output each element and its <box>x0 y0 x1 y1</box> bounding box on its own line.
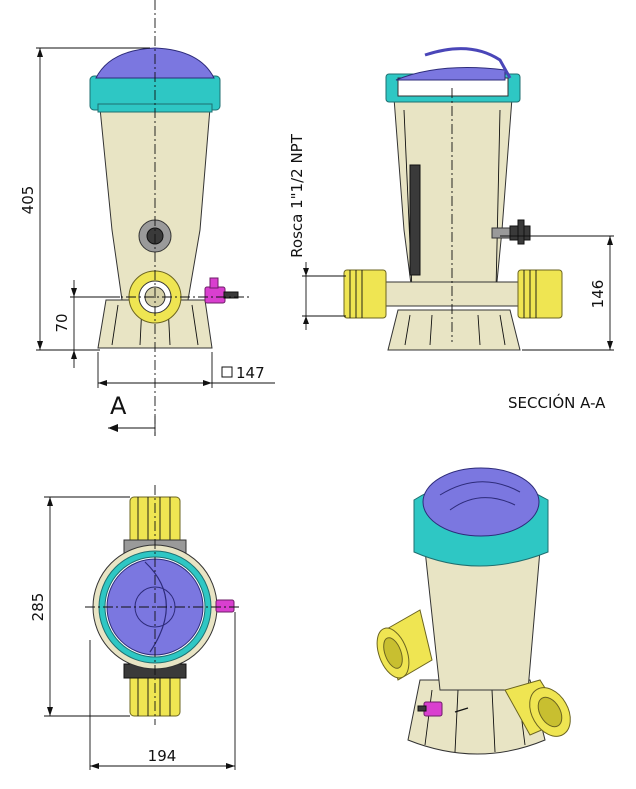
dim-285-label: 285 <box>29 593 47 622</box>
thread-note-label: Rosca 1"1/2 NPT <box>288 133 306 258</box>
dim-405: 405 <box>19 47 150 351</box>
dim-146: 146 <box>500 235 614 351</box>
top-view <box>85 485 240 725</box>
dim-147: 147 <box>97 352 275 388</box>
dim-194-label: 194 <box>148 747 177 765</box>
section-view <box>343 47 563 351</box>
section-marker: A <box>108 392 156 436</box>
dim-147-label: 147 <box>236 364 265 382</box>
dim-70: 70 <box>53 280 120 368</box>
dim-285: 285 <box>29 496 130 717</box>
section-marker-label: A <box>110 392 127 420</box>
dim-70-label: 70 <box>53 313 71 332</box>
isometric-view <box>376 467 571 755</box>
dim-405-label: 405 <box>19 186 37 215</box>
section-title: SECCIÓN A-A <box>508 393 606 412</box>
dim-146-label: 146 <box>589 280 607 309</box>
front-view <box>72 0 250 436</box>
square-symbol-icon <box>221 366 233 378</box>
thread-note: Rosca 1"1/2 NPT <box>288 133 346 330</box>
dim-194: 194 <box>89 612 236 770</box>
